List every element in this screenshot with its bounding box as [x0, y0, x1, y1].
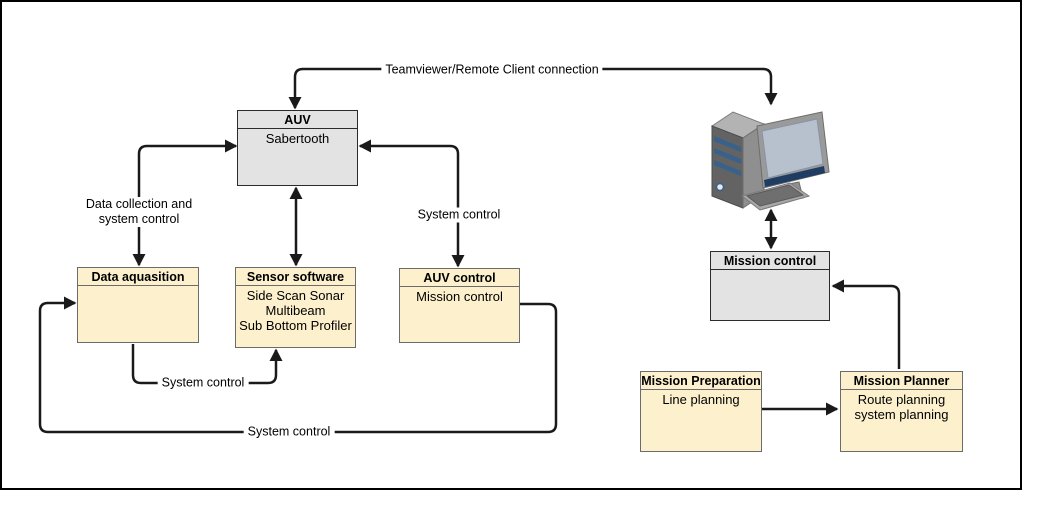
edge-label-system-control-auv: System control — [413, 207, 505, 223]
box-auv-control-title: AUV control — [400, 269, 519, 287]
connector-mission-planner-mission-control — [831, 279, 901, 369]
box-sensor-software-line: Multibeam — [265, 303, 326, 318]
box-sensor-software-title: Sensor software — [236, 268, 355, 286]
connector-auv-data-acquisition — [132, 139, 238, 267]
box-sensor-software: Sensor software Side Scan Sonar Multibea… — [235, 267, 356, 348]
diagram-border-frame — [0, 0, 1022, 490]
box-auv-control: AUV control Mission control — [399, 268, 520, 343]
box-auv-title: AUV — [238, 111, 357, 129]
desktop-computer-icon — [710, 111, 830, 211]
edge-label-data-collection: Data collection and system control — [81, 197, 197, 227]
box-data-acquisition-title: Data aquasition — [78, 268, 198, 286]
edge-label-system-control-sensor: System control — [157, 375, 249, 391]
box-mission-planner-title: Mission Planner — [841, 372, 962, 390]
box-mission-planner-line: Route planning — [857, 392, 946, 407]
box-auv: AUV Sabertooth — [237, 110, 358, 186]
box-mission-planner: Mission Planner Route planning system pl… — [840, 371, 963, 452]
edge-label-system-control-loop: System control — [243, 424, 335, 440]
box-sensor-software-line: Sub Bottom Profiler — [239, 318, 352, 333]
box-auv-line: Sabertooth — [265, 131, 330, 146]
box-mission-control: Mission control — [710, 251, 830, 321]
box-mission-preparation-line: Line planning — [662, 392, 740, 407]
box-mission-control-title: Mission control — [711, 252, 829, 270]
box-mission-planner-line: system planning — [854, 407, 949, 422]
box-sensor-software-line: Side Scan Sonar — [246, 288, 345, 303]
box-mission-preparation-title: Mission Preparation — [641, 374, 761, 390]
edge-label-teamviewer: Teamviewer/Remote Client connection — [381, 62, 603, 78]
box-auv-control-line: Mission control — [416, 289, 503, 304]
box-mission-preparation: Mission Preparation Line planning — [640, 371, 762, 452]
connector-auv-auv-control — [358, 139, 465, 268]
box-data-acquisition: Data aquasition — [77, 267, 199, 343]
